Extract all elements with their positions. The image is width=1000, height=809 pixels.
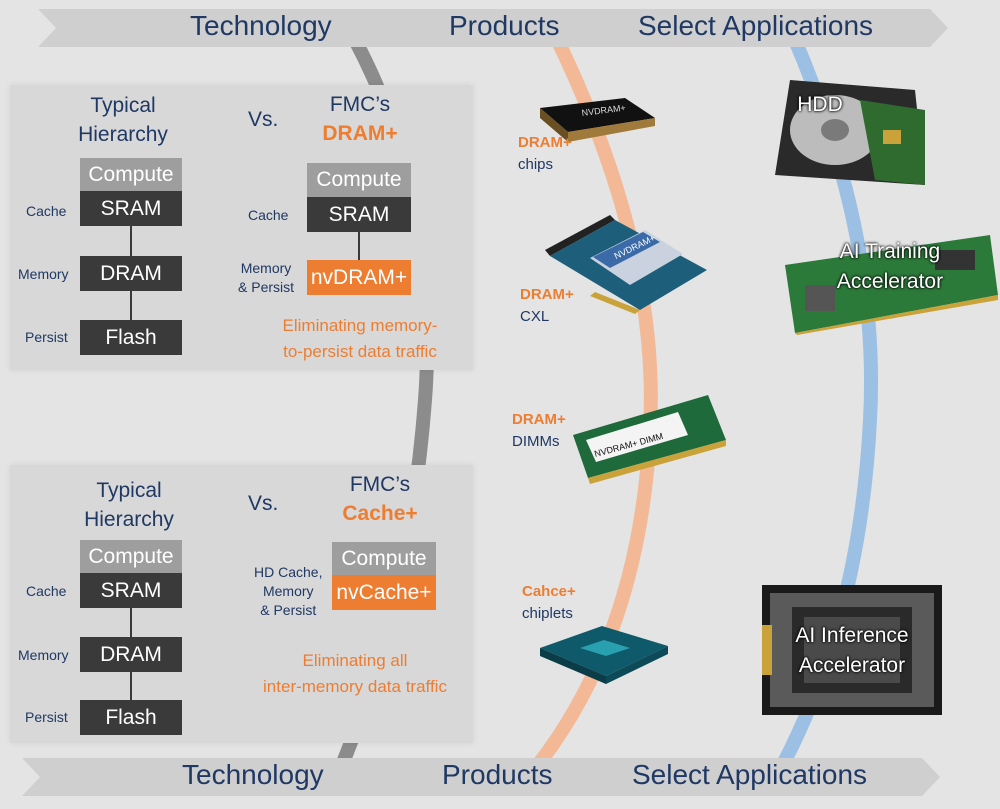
fmc-connector [358,232,360,260]
typical-hierarchy-text: Typical Hierarchy [78,94,168,146]
product-name: DRAM+ [520,286,574,303]
top-banner: Technology Products Select Applications [0,9,1000,47]
typical-flash-box: Flash [80,700,182,735]
cache-plus-chiplet-image [540,626,668,684]
typical-dram-box: DRAM [80,637,182,672]
banner-products: Products [449,10,560,41]
product-name: DRAM+ [518,134,572,151]
banner-applications: Select Applications [632,759,868,790]
bottom-banner-arrow [22,758,940,796]
cache-note: Eliminating all inter-memory data traffi… [263,651,447,696]
cache-label: Cache [26,203,67,219]
fmc-hd-cache-label: HD Cache, Memory & Persist [254,564,323,618]
fmc-memory-persist-label: Memory & Persist [238,260,295,295]
dram-plus-chip-image: NVDRAM+ [540,98,655,142]
product-cxl-label: DRAM+ CXL [520,284,574,328]
ai-training-accelerator-image [785,235,998,335]
typical-flash-box: Flash [80,320,182,355]
product-chiplets-label: Cahce+ chiplets [522,581,576,625]
typical-compute-box: Compute [80,540,182,573]
dram-plus-cxl-image: NVDRAM+ [545,215,707,314]
banner-products: Products [442,759,553,790]
fmc-nvcache-box: nvCache+ [332,575,436,610]
fmc-compute-box: Compute [307,163,411,197]
typical-dram-box: DRAM [80,256,182,291]
memory-label: Memory [18,647,69,663]
product-desc: CXL [520,308,550,325]
banner-technology: Technology [182,759,324,790]
fmc-cache-label: Cache [248,207,289,223]
typical-hierarchy-heading: Typical Hierarchy [68,91,178,149]
vs-label: Vs. [248,108,279,131]
fmc-label: FMC’s [329,93,391,116]
dram-plus-dimm-image: NVDRAM+ DIMM [573,395,726,484]
product-desc: chips [518,156,554,173]
app-ai-inference-label: AI Inference Accelerator [795,624,909,677]
product-name: Cahce+ [522,583,576,600]
hdd-image [775,80,925,185]
fmc-sram-box: SRAM [307,197,411,232]
typical-compute-box: Compute [80,158,182,191]
product-name: DRAM+ [512,411,566,428]
ai-inference-accelerator-image [762,585,942,715]
dram-note: Eliminating memory- to-persist data traf… [282,316,438,361]
vs-label: Vs. [248,492,279,515]
persist-label: Persist [25,709,68,725]
product-chips-label: DRAM+ chips [518,132,572,176]
cache-plus-panel: Typical Hierarchy Vs. FMC’s Cache+ Compu… [10,465,473,743]
typical-sram-box: SRAM [80,573,182,608]
typical-sram-box: SRAM [80,191,182,226]
cache-label: Cache [26,583,67,599]
app-hdd-label: HDD [797,93,843,116]
fmc-nvdram-box: nvDRAM+ [307,260,411,295]
bottom-banner: Technology Products Select Applications [0,758,1000,796]
product-dimms-label: DRAM+ DIMMs [512,409,566,453]
persist-label: Persist [25,329,68,345]
top-banner-arrow [38,9,948,47]
typical-hierarchy-text: Typical Hierarchy [84,479,174,531]
product-desc: chiplets [522,605,573,622]
fmc-compute-box: Compute [332,542,436,575]
banner-technology: Technology [190,10,332,41]
memory-label: Memory [18,266,69,282]
fmc-cache-heading: FMC’s Cache+ [330,470,430,528]
fmc-product-label: DRAM+ [322,122,398,145]
typical-hierarchy-heading: Typical Hierarchy [74,476,184,534]
dram-plus-panel: Typical Hierarchy Vs. FMC’s DRAM+ Comput… [10,85,473,370]
fmc-label: FMC’s [349,473,411,496]
fmc-product-label: Cache+ [342,502,418,525]
fmc-dram-heading: FMC’s DRAM+ [310,90,410,148]
banner-applications: Select Applications [638,10,874,41]
product-desc: DIMMs [512,433,560,450]
app-ai-training-label: AI Training Accelerator [836,240,944,293]
